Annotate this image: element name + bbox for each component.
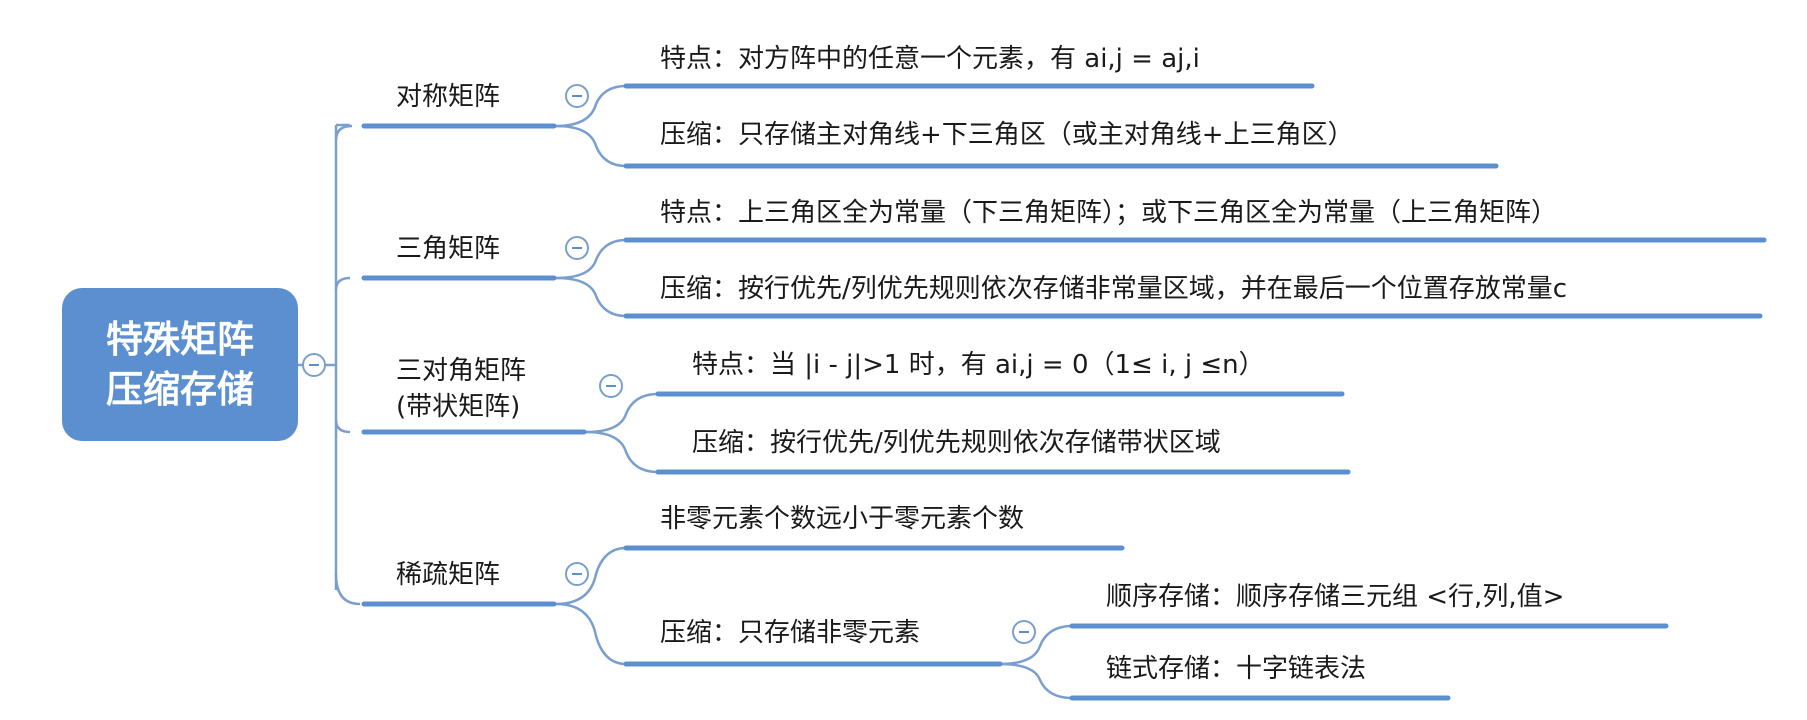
branch-symmetric-label[interactable]: 对称矩阵	[396, 82, 501, 112]
sparse-compress-collapse-icon[interactable]	[1012, 620, 1036, 644]
tridiagonal-compress[interactable]: 压缩：按行优先/列优先规则依次存储带状区域	[692, 428, 1221, 458]
sparse-feature[interactable]: 非零元素个数远小于零元素个数	[660, 504, 1025, 534]
sparse-linked-storage[interactable]: 链式存储：十字链表法	[1106, 654, 1367, 684]
branch-triangular-label[interactable]: 三角矩阵	[396, 234, 501, 264]
root-title-line1: 特殊矩阵	[106, 317, 254, 361]
tridiagonal-collapse-icon[interactable]	[599, 374, 623, 398]
branch-sparse-label[interactable]: 稀疏矩阵	[396, 560, 501, 590]
triangular-collapse-icon[interactable]	[565, 236, 589, 260]
triangular-compress[interactable]: 压缩：按行优先/列优先规则依次存储非常量区域，并在最后一个位置存放常量c	[660, 274, 1568, 304]
root-title-line2: 压缩存储	[106, 367, 254, 411]
sparse-sequential-storage[interactable]: 顺序存储：顺序存储三元组 <行,列,值>	[1106, 582, 1565, 612]
root-node[interactable]: 特殊矩阵 压缩存储	[62, 288, 298, 441]
branch-tridiagonal-label-line2[interactable]: (带状矩阵)	[396, 392, 521, 422]
sparse-compress[interactable]: 压缩：只存储非零元素	[660, 618, 921, 648]
root-collapse-icon[interactable]	[302, 353, 326, 377]
symmetric-collapse-icon[interactable]	[565, 84, 589, 108]
symmetric-feature[interactable]: 特点：对方阵中的任意一个元素，有 ai,j = aj,i	[660, 44, 1200, 74]
branch-tridiagonal-label-line1[interactable]: 三对角矩阵	[396, 356, 527, 386]
triangular-feature[interactable]: 特点：上三角区全为常量（下三角矩阵）；或下三角区全为常量（上三角矩阵）	[660, 198, 1558, 228]
tridiagonal-feature[interactable]: 特点：当 |i - j|>1 时，有 ai,j = 0（1≤ i, j ≤n）	[692, 350, 1265, 380]
symmetric-compress[interactable]: 压缩：只存储主对角线+下三角区（或主对角线+上三角区）	[660, 120, 1354, 150]
sparse-collapse-icon[interactable]	[565, 562, 589, 586]
